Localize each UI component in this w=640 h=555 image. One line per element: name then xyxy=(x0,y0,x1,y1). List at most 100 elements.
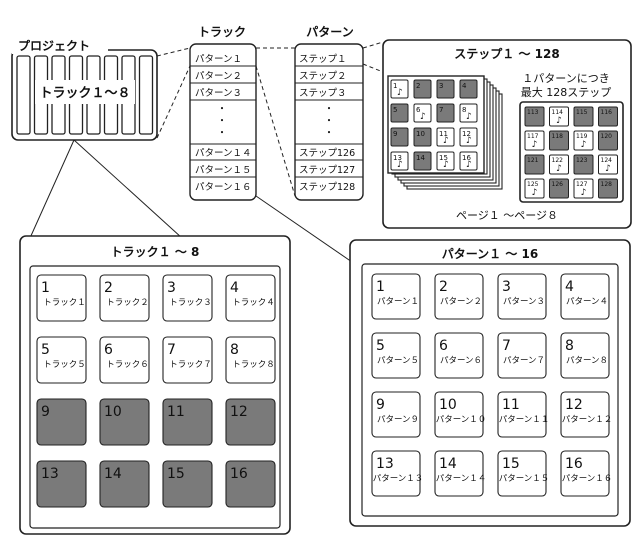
step-cell-number: 16 xyxy=(462,154,471,162)
pad[interactable] xyxy=(497,450,547,497)
music-note-icon: ♪ xyxy=(420,112,426,122)
pad[interactable] xyxy=(99,336,150,384)
step-cell-number: 9 xyxy=(393,130,397,138)
pad-number: 9 xyxy=(376,397,385,413)
pad[interactable] xyxy=(371,450,421,497)
pad-number: 15 xyxy=(167,466,185,482)
music-note-icon: ♪ xyxy=(581,188,587,198)
music-note-icon: ♪ xyxy=(397,88,403,98)
pad-number: 5 xyxy=(41,342,50,358)
pattern-column-ellipsis-3: ・ xyxy=(324,128,334,139)
pad[interactable] xyxy=(162,336,213,384)
pad-number: 16 xyxy=(565,456,583,472)
column-list-item: ステップ126 xyxy=(299,148,355,159)
step-cell-number: 125 xyxy=(527,181,539,188)
step-cell-number: 11 xyxy=(439,130,448,138)
step-cell-number: 127 xyxy=(576,181,588,188)
pad-label: トラック１ xyxy=(43,298,86,308)
pad-label: パターン１ xyxy=(377,297,419,307)
step-cell-number: 13 xyxy=(393,154,402,162)
track-column-ellipsis-2: ・ xyxy=(217,116,227,127)
column-list-item: パターン１６ xyxy=(195,182,252,193)
pad-number: 14 xyxy=(439,456,457,472)
pad[interactable] xyxy=(36,336,87,384)
pad-label: パターン１５ xyxy=(499,474,550,484)
music-note-icon: ♪ xyxy=(532,188,538,198)
pad[interactable] xyxy=(162,460,213,508)
pad[interactable] xyxy=(36,460,87,508)
pad[interactable] xyxy=(371,273,421,320)
step-cell xyxy=(524,106,545,127)
pad-label: パターン９ xyxy=(377,415,419,425)
pad[interactable] xyxy=(225,336,276,384)
step-cell-number: 113 xyxy=(527,109,539,116)
pad-number: 6 xyxy=(104,342,113,358)
pad[interactable] xyxy=(162,274,213,322)
step-cell xyxy=(390,79,409,99)
step-cell-number: 116 xyxy=(601,109,613,116)
pad[interactable] xyxy=(99,460,150,508)
step-cell-number: 123 xyxy=(576,157,588,164)
pad-number: 3 xyxy=(167,280,176,296)
step-cell xyxy=(436,79,455,99)
pad[interactable] xyxy=(225,274,276,322)
connector-track-patterns xyxy=(255,195,353,263)
connector-project-tracks-right xyxy=(73,139,183,239)
pad[interactable] xyxy=(99,398,150,446)
pad[interactable] xyxy=(497,273,547,320)
step-cell xyxy=(459,127,478,147)
pad-number: 7 xyxy=(167,342,176,358)
pad[interactable] xyxy=(434,273,484,320)
pad-label: トラック５ xyxy=(43,360,86,370)
step-cell-number: 8 xyxy=(462,106,466,114)
pad[interactable] xyxy=(560,391,610,438)
patterns-panel: パターン１ ～ 16 1パターン１2パターン２3パターン３4パターン４5パターン… xyxy=(349,239,631,527)
pad[interactable] xyxy=(434,391,484,438)
pad[interactable] xyxy=(371,332,421,379)
tracks-panel-title: トラック１ ～ 8 xyxy=(111,245,200,259)
step-cell-number: 121 xyxy=(527,157,539,164)
pad-number: 7 xyxy=(502,338,511,354)
pad-number: 3 xyxy=(502,279,511,295)
step-cell xyxy=(390,151,409,171)
column-list-item: パターン３ xyxy=(195,88,242,99)
pad[interactable] xyxy=(434,450,484,497)
pad[interactable] xyxy=(434,332,484,379)
step-cell xyxy=(413,151,432,171)
patterns-pad-area xyxy=(361,263,619,517)
step-cell xyxy=(573,130,594,151)
music-note-icon: ♪ xyxy=(556,164,562,174)
steps-note-line-2: 最大 128ステップ xyxy=(521,85,612,99)
step-cell-number: 115 xyxy=(576,109,588,116)
steps-panel-footer: ページ１ ～ページ８ xyxy=(456,209,558,222)
music-note-icon: ♪ xyxy=(466,112,472,122)
step-cell xyxy=(413,103,432,123)
pad[interactable] xyxy=(560,332,610,379)
step-cell xyxy=(573,178,594,199)
pad[interactable] xyxy=(497,391,547,438)
column-list-item: パターン１５ xyxy=(195,165,252,176)
pad[interactable] xyxy=(497,332,547,379)
music-note-icon: ♪ xyxy=(605,164,611,174)
pad-number: 4 xyxy=(230,280,239,296)
pad[interactable] xyxy=(99,274,150,322)
pad-label: トラック２ xyxy=(106,298,149,308)
tracks-panel: トラック１ ～ 8 1トラック１2トラック２3トラック３4トラック４5トラック５… xyxy=(19,235,291,535)
pad[interactable] xyxy=(225,460,276,508)
step-cell xyxy=(598,130,618,151)
column-list-item: ステップ３ xyxy=(299,88,347,99)
pad[interactable] xyxy=(162,398,213,446)
pad[interactable] xyxy=(560,450,610,497)
step-cell xyxy=(390,127,409,147)
pad-label: トラック６ xyxy=(106,360,149,370)
music-note-icon: ♪ xyxy=(581,140,587,150)
pad[interactable] xyxy=(371,391,421,438)
pad[interactable] xyxy=(36,398,87,446)
step-cell-number: 7 xyxy=(439,106,443,114)
pad[interactable] xyxy=(560,273,610,320)
pad[interactable] xyxy=(36,274,87,322)
pad[interactable] xyxy=(225,398,276,446)
tracks-pad-area xyxy=(29,265,281,529)
